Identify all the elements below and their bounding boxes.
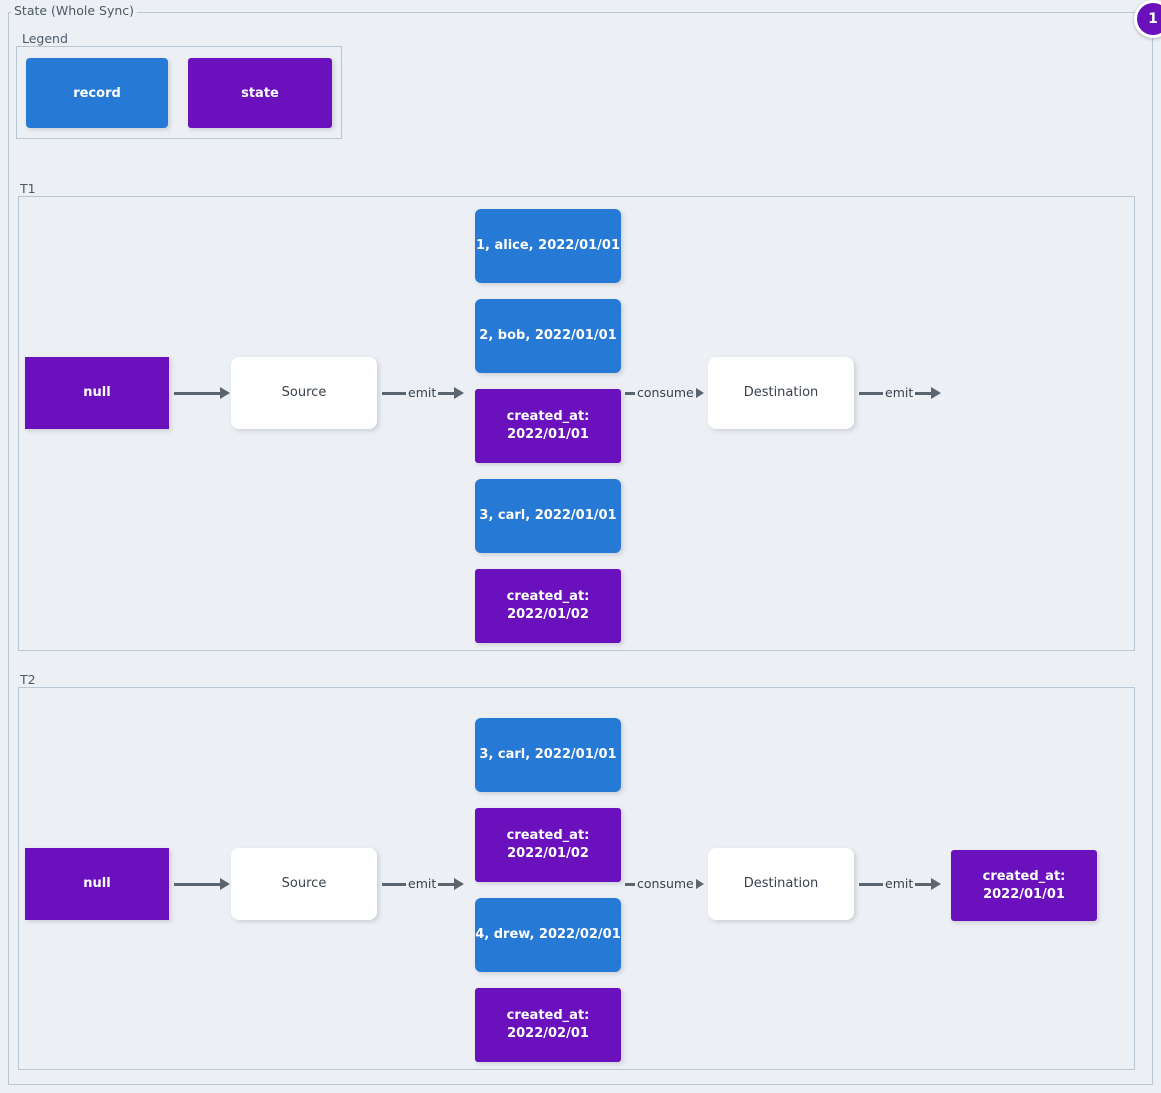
t1-stream-item-3[interactable]: 3, carl, 2022/01/01: [475, 479, 621, 553]
t2-stream-item-1[interactable]: created_at: 2022/01/02: [475, 808, 621, 882]
t1-stream-item-4[interactable]: created_at: 2022/01/02: [475, 569, 621, 643]
t1-stream-item-1[interactable]: 2, bob, 2022/01/01: [475, 299, 621, 373]
legend-swatch-state: state: [188, 58, 332, 128]
legend-title: Legend: [19, 32, 71, 46]
t1-stream-item-0[interactable]: 1, alice, 2022/01/01: [475, 209, 621, 283]
page-title: State (Whole Sync): [11, 4, 138, 18]
t2-destination-node[interactable]: Destination: [708, 848, 854, 920]
t2-stream-item-3[interactable]: created_at: 2022/02/01: [475, 988, 621, 1062]
t1-initial-state-node[interactable]: null: [25, 357, 169, 429]
t1-destination-node[interactable]: Destination: [708, 357, 854, 429]
t2-source-node[interactable]: Source: [231, 848, 377, 920]
step-badge[interactable]: 1: [1134, 0, 1161, 38]
t2-stream-item-0[interactable]: 3, carl, 2022/01/01: [475, 718, 621, 792]
t2-initial-state-node[interactable]: null: [25, 848, 169, 920]
t2-stream-item-2[interactable]: 4, drew, 2022/02/01: [475, 898, 621, 972]
section-t1-title: T1: [17, 182, 39, 196]
t2-final-state-node[interactable]: created_at: 2022/01/01: [951, 850, 1097, 921]
t1-stream-item-2[interactable]: created_at: 2022/01/01: [475, 389, 621, 463]
t1-source-node[interactable]: Source: [231, 357, 377, 429]
section-t2-title: T2: [17, 673, 39, 687]
legend-swatch-record: record: [26, 58, 168, 128]
